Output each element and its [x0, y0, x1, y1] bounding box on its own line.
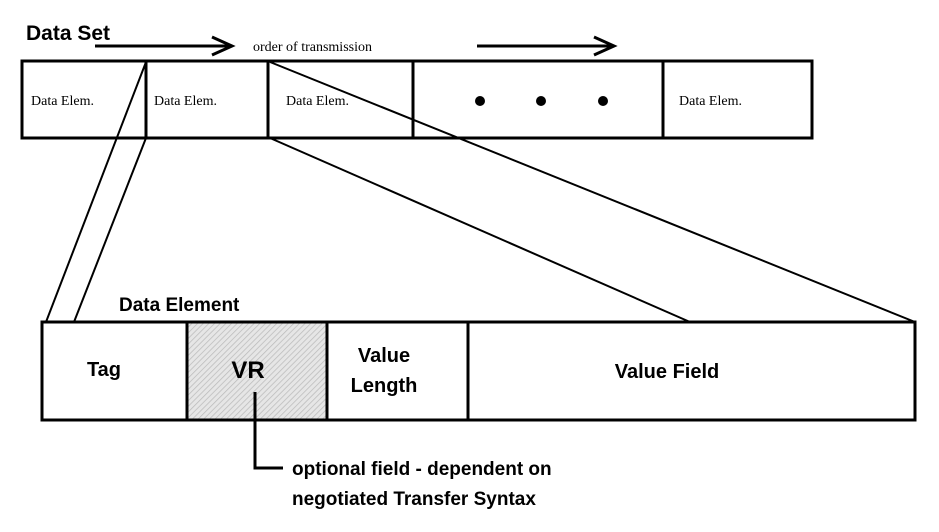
data-element-cell: Data Elem. [679, 94, 742, 109]
optional-field-note-line1: optional field - dependent on [292, 459, 552, 480]
data-element-cell: Data Elem. [286, 94, 349, 109]
value-length-field-line2: Length [351, 375, 418, 397]
data-element-box [40, 320, 917, 422]
data-element-title: Data Element [119, 295, 240, 316]
value-field: Value Field [615, 361, 719, 383]
order-of-transmission-label: order of transmission [253, 40, 372, 55]
vr-field: VR [231, 357, 264, 384]
arrow-right-icon [95, 35, 236, 57]
optional-field-note-line2: negotiated Transfer Syntax [292, 489, 536, 510]
data-element-cell: Data Elem. [31, 94, 94, 109]
data-element-cell: Data Elem. [154, 94, 217, 109]
value-length-field-line1: Value [358, 345, 410, 367]
arrow-right-icon [477, 35, 618, 57]
data-set-title: Data Set [26, 22, 110, 45]
expansion-lines [45, 61, 916, 323]
ellipsis-dots [475, 96, 608, 106]
callout-line [253, 392, 283, 470]
vr-field-shading [187, 322, 327, 420]
data-set-box [20, 59, 814, 140]
tag-field: Tag [87, 359, 121, 381]
